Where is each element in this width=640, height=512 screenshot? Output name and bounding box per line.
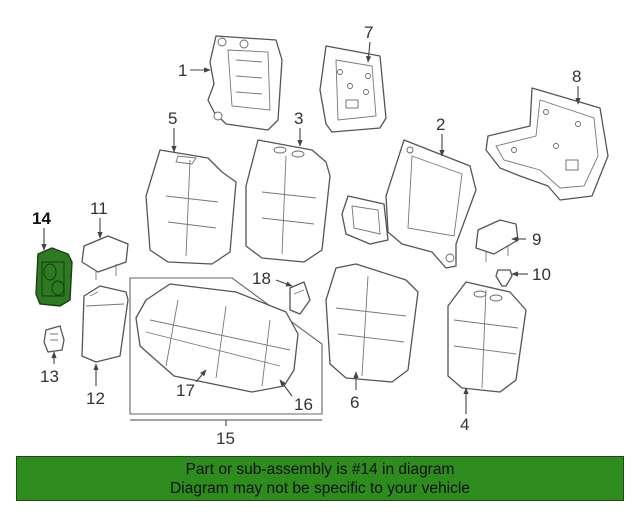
part-11-headrest[interactable] xyxy=(81,235,129,280)
info-banner: Part or sub-assembly is #14 in diagram D… xyxy=(16,456,624,501)
callout-8: 8 xyxy=(572,67,581,86)
leader-lines xyxy=(41,41,581,426)
banner-line-2: Diagram may not be specific to your vehi… xyxy=(170,479,470,497)
part-13-clip[interactable] xyxy=(43,325,65,353)
part-2-frame-assembly[interactable] xyxy=(341,139,477,269)
part-3-seat-back[interactable] xyxy=(245,139,331,263)
callout-5: 5 xyxy=(168,109,177,128)
callout-1: 1 xyxy=(178,61,187,80)
callout-7: 7 xyxy=(364,23,373,42)
part-15-seat-cushion-group[interactable] xyxy=(129,277,323,415)
callout-4: 4 xyxy=(460,415,469,434)
callout-12: 12 xyxy=(86,389,105,408)
part-1-frame[interactable] xyxy=(207,35,283,131)
callout-18: 18 xyxy=(252,269,271,288)
callout-labels: 1 7 8 2 5 3 11 9 10 18 14 12 13 17 16 15… xyxy=(32,23,581,448)
part-10-clip[interactable] xyxy=(495,269,513,287)
part-14-highlighted[interactable] xyxy=(35,247,73,307)
callout-11: 11 xyxy=(90,199,108,218)
part-12-armrest[interactable] xyxy=(81,285,129,363)
part-4-seat-back[interactable] xyxy=(447,281,527,393)
callout-13: 13 xyxy=(40,367,59,386)
part-18-bracket[interactable] xyxy=(289,281,311,315)
part-8-back-panel[interactable] xyxy=(485,87,609,201)
part-9-headrest[interactable] xyxy=(475,219,519,262)
parts-diagram: 1 7 8 2 5 3 11 9 10 18 14 12 13 17 16 15… xyxy=(32,23,609,448)
callout-2: 2 xyxy=(436,115,445,134)
banner-line-1: Part or sub-assembly is #14 in diagram xyxy=(185,460,455,478)
callout-16: 16 xyxy=(294,395,313,414)
callout-9: 9 xyxy=(532,230,541,249)
callout-15: 15 xyxy=(216,429,235,448)
part-5-seat-back[interactable] xyxy=(145,149,237,265)
callout-6: 6 xyxy=(350,393,359,412)
part-7-back-panel[interactable] xyxy=(319,45,387,133)
callout-10: 10 xyxy=(532,265,551,284)
callout-3: 3 xyxy=(294,109,303,128)
part-6-seat-back[interactable] xyxy=(325,263,419,383)
callout-14: 14 xyxy=(32,209,51,228)
callout-17: 17 xyxy=(176,381,195,400)
